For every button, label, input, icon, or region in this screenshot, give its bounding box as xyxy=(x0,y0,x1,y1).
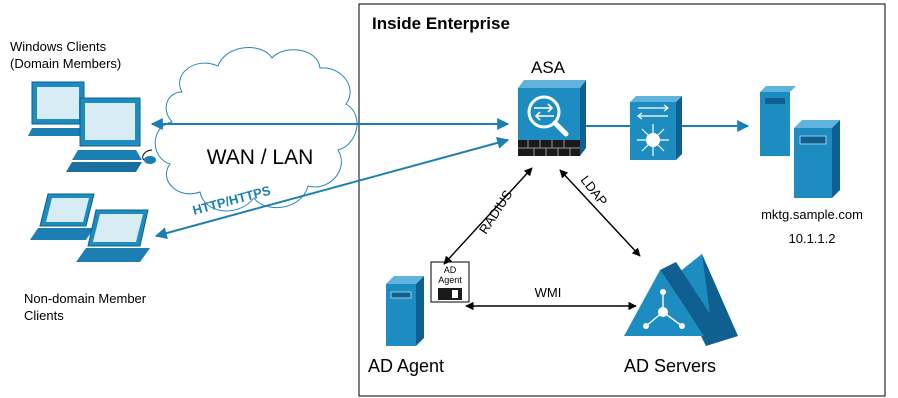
non-domain-label-line1: Non-domain Member xyxy=(24,291,147,306)
ad-agent-badge-line2: Agent xyxy=(438,275,462,285)
non-domain-label-line2: Clients xyxy=(24,308,64,323)
enterprise-title: Inside Enterprise xyxy=(372,14,510,33)
asa-label: ASA xyxy=(531,58,566,77)
server-ip: 10.1.1.2 xyxy=(789,231,836,246)
mktg-server-icon xyxy=(760,86,840,198)
switch-icon xyxy=(630,96,682,160)
enterprise-boundary xyxy=(358,3,886,397)
windows-clients-label-line1: Windows Clients xyxy=(10,39,107,54)
ad-agent-badge-line1: AD xyxy=(444,265,457,275)
non-domain-clients-icon xyxy=(30,193,150,262)
wan-lan-label: WAN / LAN xyxy=(207,146,314,169)
http-https-arrow xyxy=(154,137,510,239)
ldap-label: LDAP xyxy=(578,173,611,209)
radius-label: RADIUS xyxy=(476,187,516,237)
ad-agent-icon: AD Agent xyxy=(386,261,470,346)
asa-firewall-icon: ASA xyxy=(518,58,586,156)
windows-clients-icon xyxy=(28,81,156,172)
windows-clients-label-line2: (Domain Members) xyxy=(10,56,121,71)
ad-servers-label: AD Servers xyxy=(624,356,716,376)
ad-agent-label: AD Agent xyxy=(368,356,444,376)
radius-arrow xyxy=(443,167,533,265)
server-hostname: mktg.sample.com xyxy=(761,207,863,222)
ad-servers-icon xyxy=(624,254,738,346)
wmi-label: WMI xyxy=(535,285,562,300)
ldap-arrow xyxy=(559,169,641,257)
